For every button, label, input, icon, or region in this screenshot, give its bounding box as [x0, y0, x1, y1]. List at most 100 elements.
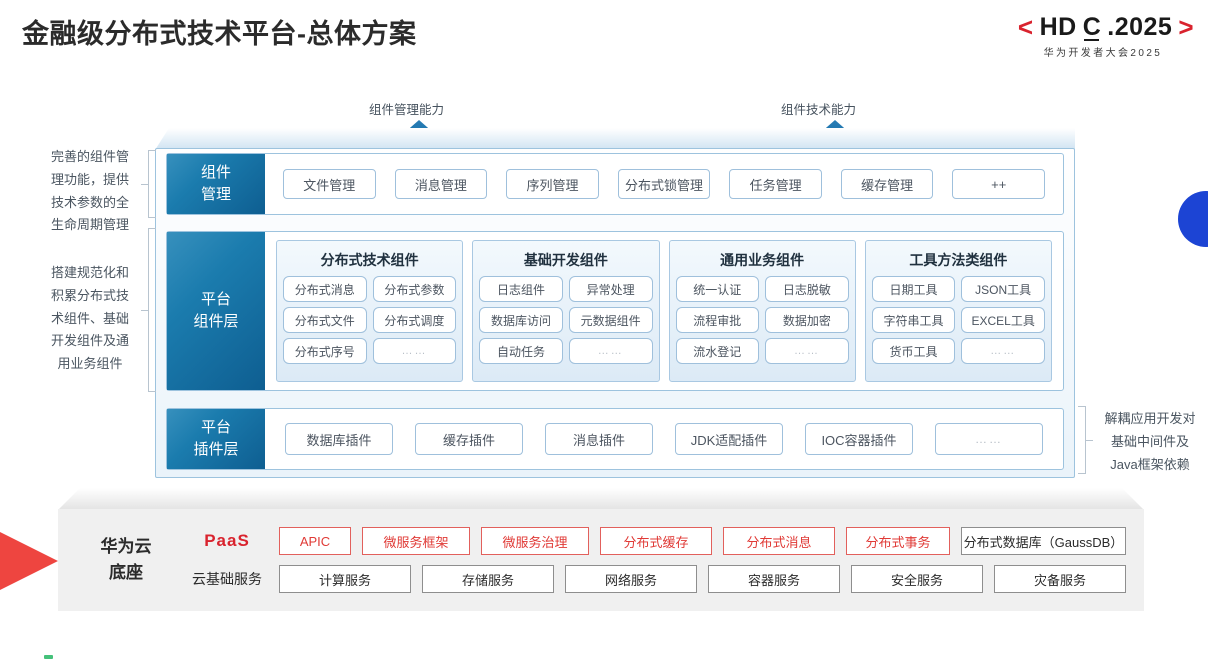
- layer-body-component-management: 文件管理 消息管理 序列管理 分布式锁管理 任务管理 缓存管理 ++: [265, 154, 1063, 214]
- cell-item[interactable]: 日志脱敏: [765, 276, 849, 302]
- bracket-tick-2: [141, 310, 148, 311]
- layer-component-management: 组件 管理 文件管理 消息管理 序列管理 分布式锁管理 任务管理 缓存管理 ++: [166, 153, 1064, 215]
- logo-text-c: C: [1082, 12, 1102, 41]
- group-title: 分布式技术组件: [320, 252, 419, 268]
- chip-message-management[interactable]: 消息管理: [394, 169, 488, 199]
- layer-label-line: 组件层: [193, 313, 239, 330]
- cell-item[interactable]: 异常处理: [568, 276, 653, 302]
- chip-more[interactable]: ++: [952, 169, 1046, 199]
- cloud-services-label: 云基础服务: [192, 571, 262, 587]
- chip-cache-plugin[interactable]: 缓存插件: [415, 423, 523, 455]
- bracket-platform-component: [148, 228, 156, 392]
- paas-row: PaaS APIC 微服务框架 微服务治理 分布式缓存 分布式消息 分布式事务 …: [186, 527, 1126, 555]
- component-group-wrap: 分布式技术组件 分布式消息 分布式参数 分布式文件 分布式调度 分布式序号 ………: [265, 232, 1063, 390]
- note-line: 解耦应用开发对: [1104, 411, 1196, 426]
- cloud-item-container[interactable]: 容器服务: [708, 565, 840, 593]
- cell-item[interactable]: 流水登记: [675, 338, 760, 364]
- group-grid: 分布式消息 分布式参数 分布式文件 分布式调度 分布式序号 ……: [283, 276, 457, 364]
- paas-item-microservice-framework[interactable]: 微服务框架: [362, 527, 470, 555]
- cell-item-more[interactable]: ……: [961, 338, 1045, 364]
- cloud-item-compute[interactable]: 计算服务: [279, 565, 411, 593]
- chip-file-management[interactable]: 文件管理: [283, 169, 376, 199]
- cell-item[interactable]: 货币工具: [871, 338, 956, 364]
- chip-task-management[interactable]: 任务管理: [729, 169, 822, 199]
- stack-top-bevel: [155, 128, 1075, 150]
- paas-item-distributed-message[interactable]: 分布式消息: [723, 527, 835, 555]
- paas-item-distributed-database[interactable]: 分布式数据库（GaussDB）: [961, 527, 1126, 555]
- chip-ioc-container-plugin[interactable]: IOC容器插件: [805, 423, 913, 455]
- cell-item[interactable]: JSON工具: [961, 276, 1045, 302]
- base-label-line: 华为云: [100, 536, 152, 556]
- cell-item[interactable]: 分布式序号: [283, 338, 367, 364]
- note-line: Java框架依赖: [1110, 456, 1190, 472]
- cell-item[interactable]: 日志组件: [479, 276, 563, 302]
- layer-label-platform-plugin: 平台 插件层: [167, 409, 265, 469]
- cell-item[interactable]: 流程审批: [675, 307, 760, 333]
- chip-plugin-more[interactable]: ……: [935, 423, 1043, 455]
- note-platform-component: 搭建规范化和 积累分布式技 术组件、基础 开发组件及通 用业务组件: [38, 262, 142, 376]
- group-basic-development: 基础开发组件 日志组件 异常处理 数据库访问 元数据组件 自动任务 ……: [472, 240, 660, 382]
- note-line: 基础中间件及: [1110, 433, 1189, 449]
- layer-body-platform-plugin: 数据库插件 缓存插件 消息插件 JDK适配插件 IOC容器插件 ……: [265, 409, 1063, 469]
- logo-left-bracket: <: [1017, 12, 1034, 42]
- note-line: 开发组件及通: [50, 333, 129, 349]
- cell-item[interactable]: EXCEL工具: [961, 307, 1045, 333]
- cell-item[interactable]: 分布式文件: [283, 307, 367, 333]
- note-line: 用业务组件: [57, 356, 123, 371]
- chip-sequence-management[interactable]: 序列管理: [506, 169, 599, 199]
- chip-distributed-lock-management[interactable]: 分布式锁管理: [617, 169, 711, 199]
- chip-database-plugin[interactable]: 数据库插件: [285, 423, 393, 455]
- bottom-panel-bevel: [58, 488, 1144, 510]
- note-line: 技术参数的全: [50, 194, 129, 210]
- note-line: 理功能，提供: [50, 171, 129, 187]
- chip-jdk-adapter-plugin[interactable]: JDK适配插件: [675, 423, 783, 455]
- cell-item-more[interactable]: ……: [372, 338, 457, 364]
- bottom-rows: PaaS APIC 微服务框架 微服务治理 分布式缓存 分布式消息 分布式事务 …: [186, 527, 1126, 593]
- cell-item[interactable]: 分布式参数: [372, 276, 457, 302]
- group-title: 基础开发组件: [523, 252, 608, 268]
- layer-label-line: 组件: [200, 164, 231, 182]
- cell-item[interactable]: 数据加密: [765, 307, 849, 333]
- note-decoupling: 解耦应用开发对 基础中间件及 Java框架依赖: [1092, 408, 1208, 476]
- cell-item[interactable]: 元数据组件: [568, 307, 653, 333]
- bottom-panel-inner: 华为云 底座 PaaS APIC 微服务框架 微服务治理 分布式缓存 分布式消息…: [58, 509, 1144, 611]
- cell-item[interactable]: 字符串工具: [871, 307, 956, 333]
- paas-item-microservice-governance[interactable]: 微服务治理: [481, 527, 589, 555]
- note-line: 积累分布式技: [50, 287, 129, 303]
- cell-item[interactable]: 自动任务: [479, 338, 563, 364]
- cell-item[interactable]: 日期工具: [871, 276, 956, 302]
- blue-circle-decoration: [1178, 191, 1208, 247]
- paas-item-distributed-cache[interactable]: 分布式缓存: [600, 527, 712, 555]
- group-title: 通用业务组件: [720, 252, 805, 268]
- chip-cache-management[interactable]: 缓存管理: [840, 169, 934, 199]
- cloud-item-storage[interactable]: 存储服务: [422, 565, 554, 593]
- cell-item[interactable]: 统一认证: [675, 276, 760, 302]
- cell-item[interactable]: 数据库访问: [479, 307, 563, 333]
- group-grid: 日志组件 异常处理 数据库访问 元数据组件 自动任务 ……: [479, 276, 653, 364]
- layer-label-component-management: 组件 管理: [167, 154, 265, 214]
- note-line: 搭建规范化和: [50, 265, 129, 280]
- bracket-component-mgmt: [148, 150, 156, 218]
- cloud-item-network[interactable]: 网络服务: [565, 565, 697, 593]
- cell-item[interactable]: 分布式调度: [372, 307, 457, 333]
- note-component-mgmt: 完善的组件管 理功能，提供 技术参数的全 生命周期管理: [38, 146, 142, 237]
- paas-item-distributed-transaction[interactable]: 分布式事务: [846, 527, 950, 555]
- layer-platform-component: 平台 组件层 分布式技术组件 分布式消息 分布式参数 分布式文件 分布式调度 分…: [166, 231, 1064, 391]
- cell-item-more[interactable]: ……: [568, 338, 653, 364]
- cloud-item-security[interactable]: 安全服务: [851, 565, 983, 593]
- group-title: 工具方法类组件: [909, 252, 1008, 268]
- cloud-item-disaster-recovery[interactable]: 灾备服务: [994, 565, 1126, 593]
- cell-item[interactable]: 分布式消息: [283, 276, 367, 302]
- paas-item-apic[interactable]: APIC: [279, 527, 351, 555]
- arrow-label-left: 组件管理能力: [369, 103, 445, 117]
- group-general-business: 通用业务组件 统一认证 日志脱敏 流程审批 数据加密 流水登记 ……: [668, 240, 856, 382]
- layer-label-line: 平台: [200, 291, 231, 309]
- bracket-plugin-right: [1078, 406, 1086, 474]
- cell-item-more[interactable]: ……: [765, 338, 849, 364]
- logo-subtitle: 华为开发者大会2025: [1043, 48, 1163, 59]
- group-grid: 统一认证 日志脱敏 流程审批 数据加密 流水登记 ……: [675, 276, 849, 364]
- group-distributed-tech: 分布式技术组件 分布式消息 分布式参数 分布式文件 分布式调度 分布式序号 ……: [276, 240, 464, 382]
- chip-message-plugin[interactable]: 消息插件: [545, 423, 653, 455]
